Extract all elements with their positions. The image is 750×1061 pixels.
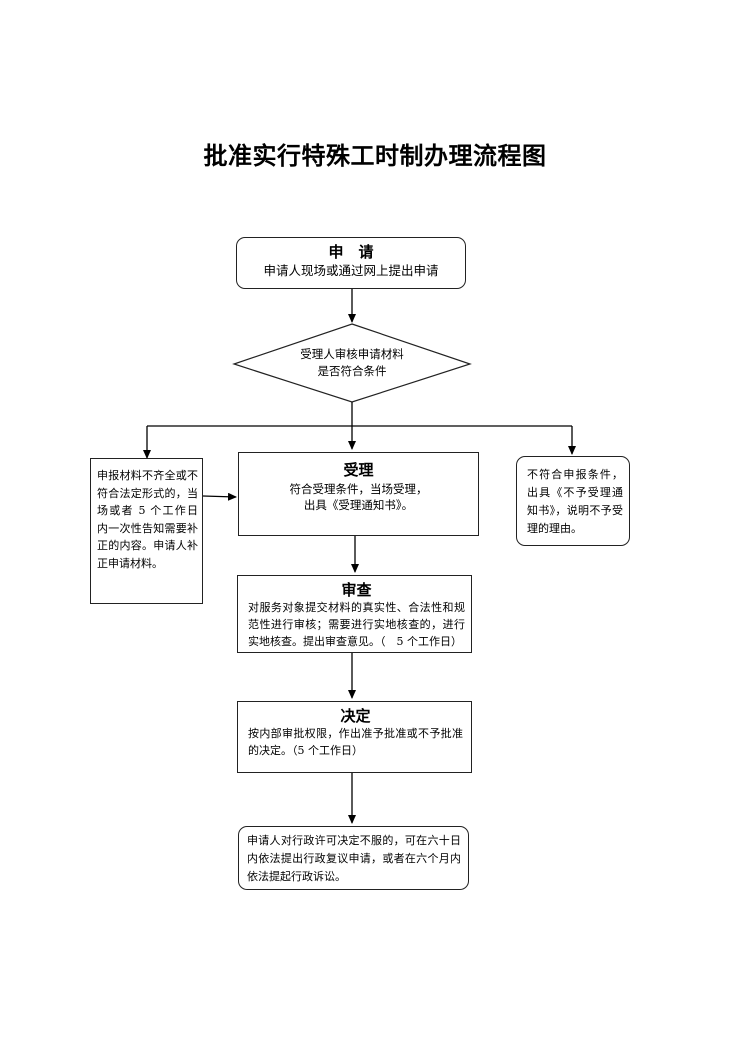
arrow-supplement-to-accept xyxy=(202,492,237,501)
accept-line2: 出具《受理通知书》。 xyxy=(303,498,414,512)
appeal-text: 申请人对行政许可决定不服的，可在六十日内依法提出行政复议申请，或者在六个月内依法… xyxy=(247,834,461,883)
apply-box: 申 请 申请人现场或通过网上提出申请 xyxy=(236,237,466,289)
decision-text: 按内部审批权限，作出准予批准或不予批准的决定。（5 个工作日） xyxy=(248,727,463,757)
reject-text: 不符合申报条件，出具《不予受理通知书》，说明不予受理的理由。 xyxy=(527,468,623,535)
decision-box: 决定 按内部审批权限，作出准予批准或不予批准的决定。（5 个工作日） xyxy=(237,701,472,773)
reject-box: 不符合申报条件，出具《不予受理通知书》，说明不予受理的理由。 xyxy=(516,456,630,546)
apply-text: 申请人现场或通过网上提出申请 xyxy=(263,263,439,278)
check-text: 受理人审核申请材料 是否符合条件 xyxy=(232,346,472,380)
check-line2: 是否符合条件 xyxy=(317,364,387,378)
review-box: 审查 对服务对象提交材料的真实性、合法性和规范性进行审核；需要进行实地核查的，进… xyxy=(237,575,472,653)
accept-heading: 受理 xyxy=(343,461,374,479)
accept-box: 受理 符合受理条件，当场受理， 出具《受理通知书》。 xyxy=(238,452,479,536)
supplement-text: 申报材料不齐全或不符合法定形式的，当场或者 5 个工作日内一次性告知需要补正的内… xyxy=(97,469,198,570)
review-heading: 审查 xyxy=(341,581,372,599)
check-line1: 受理人审核申请材料 xyxy=(300,347,404,361)
apply-heading: 申 请 xyxy=(328,243,374,261)
accept-line1: 符合受理条件，当场受理， xyxy=(289,482,428,496)
supplement-box: 申报材料不齐全或不符合法定形式的，当场或者 5 个工作日内一次性告知需要补正的内… xyxy=(90,458,203,604)
decision-heading: 决定 xyxy=(340,707,371,725)
review-text: 对服务对象提交材料的真实性、合法性和规范性进行审核；需要进行实地核查的，进行实地… xyxy=(248,601,465,648)
page-title: 批准实行特殊工时制办理流程图 xyxy=(203,141,547,170)
appeal-box: 申请人对行政许可决定不服的，可在六十日内依法提出行政复议申请，或者在六个月内依法… xyxy=(238,826,469,890)
